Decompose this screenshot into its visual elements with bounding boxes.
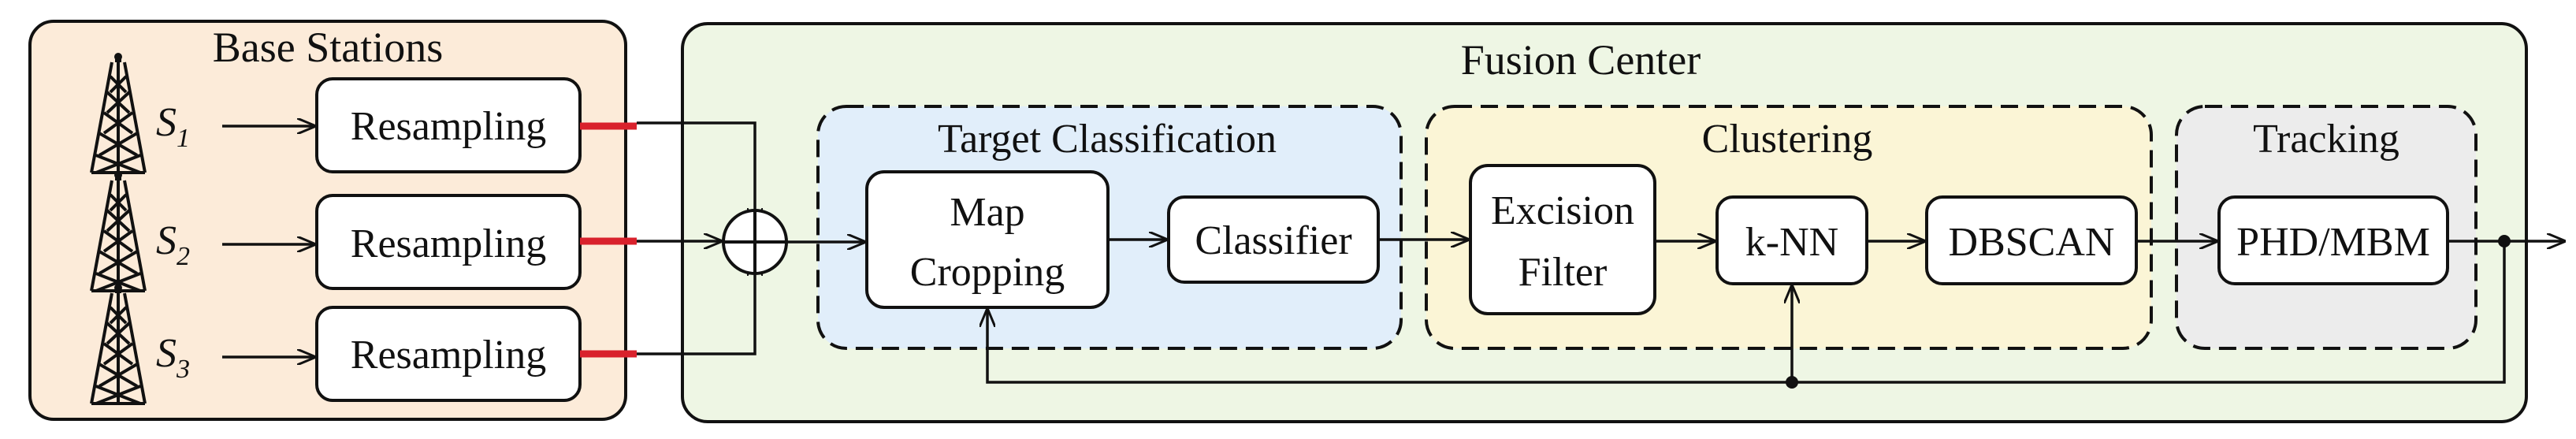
classifier-label: Classifier — [1195, 218, 1351, 263]
station-row-1: S1 Resampling — [90, 51, 637, 174]
dbscan-label: DBSCAN — [1949, 220, 2115, 265]
tracking-title: Tracking — [2253, 117, 2399, 162]
station-symbol: S2 — [156, 218, 190, 271]
resampling-label: Resampling — [351, 221, 546, 266]
map-cropping-label-line-2: Cropping — [910, 250, 1065, 295]
target-classification-title: Target Classification — [938, 117, 1277, 162]
knn-label: k-NN — [1745, 220, 1838, 265]
feedback-branch-point — [1786, 376, 1798, 389]
link-station-3-to-sum — [637, 258, 755, 355]
station-row-2: S2 Resampling — [90, 169, 637, 292]
excision-filter-label-line-2: Filter — [1518, 250, 1608, 295]
clustering-title: Clustering — [1702, 117, 1873, 162]
fusion-center-title: Fusion Center — [1461, 36, 1701, 84]
station-symbol: S1 — [156, 100, 190, 153]
excision-filter-label-line-1: Excision — [1491, 188, 1634, 233]
excision-filter-block — [1469, 164, 1656, 315]
station-row-3: S3 Resampling — [90, 282, 637, 405]
base-stations-title: Base Stations — [213, 24, 444, 71]
resampling-label: Resampling — [351, 104, 546, 149]
station-symbol: S3 — [156, 331, 190, 384]
resampling-label: Resampling — [351, 333, 546, 378]
link-station-1-to-sum — [637, 121, 755, 226]
map-cropping-label-line-1: Map — [950, 190, 1024, 235]
phd-mbm-label: PHD/MBM — [2236, 220, 2430, 265]
summing-junction-icon — [722, 209, 788, 275]
feedback-to-map-cropping — [987, 241, 2506, 384]
